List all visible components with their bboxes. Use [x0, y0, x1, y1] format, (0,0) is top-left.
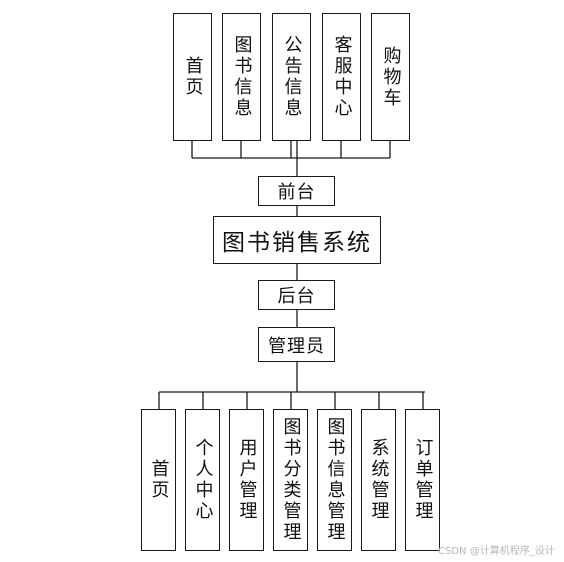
front-end-label: 前台 — [277, 182, 316, 203]
back-end-label: 后台 — [277, 286, 316, 307]
front-module-home: 首页 — [173, 13, 212, 141]
back-module-home: 首页 — [141, 409, 176, 551]
back-module-category-management: 图书分类管理 — [273, 409, 308, 551]
back-module-book-info-management: 图书信息管理 — [317, 409, 352, 551]
back-module-order-management-label: 订单管理 — [412, 438, 434, 522]
back-end-node: 后台 — [258, 280, 335, 310]
back-module-book-info-management-label: 图书信息管理 — [324, 417, 346, 543]
front-module-announcements: 公告信息 — [272, 13, 311, 141]
back-module-user-management-label: 用户管理 — [236, 438, 258, 522]
back-module-home-label: 首页 — [148, 459, 170, 501]
system-root-node: 图书销售系统 — [213, 216, 381, 264]
back-module-personal-center: 个人中心 — [185, 409, 220, 551]
front-module-customer-service-label: 客服中心 — [331, 35, 353, 119]
front-module-book-info: 图书信息 — [222, 13, 261, 141]
front-module-customer-service: 客服中心 — [322, 13, 361, 141]
back-module-system-management: 系统管理 — [361, 409, 396, 551]
front-module-shopping-cart-label: 购物车 — [380, 45, 402, 109]
admin-label: 管理员 — [268, 335, 325, 357]
back-module-user-management: 用户管理 — [229, 409, 264, 551]
admin-node: 管理员 — [258, 327, 335, 362]
front-module-announcements-label: 公告信息 — [281, 35, 303, 119]
back-module-system-management-label: 系统管理 — [368, 438, 390, 522]
front-module-home-label: 首页 — [182, 56, 204, 98]
watermark-text: CSDN @计算机程序_设计 — [438, 546, 555, 557]
front-end-node: 前台 — [258, 176, 335, 206]
back-module-order-management: 订单管理 — [405, 409, 440, 551]
front-module-shopping-cart: 购物车 — [371, 13, 410, 141]
back-module-personal-center-label: 个人中心 — [192, 438, 214, 522]
back-module-category-management-label: 图书分类管理 — [280, 417, 302, 543]
system-title: 图书销售系统 — [222, 230, 372, 256]
front-module-book-info-label: 图书信息 — [231, 35, 253, 119]
